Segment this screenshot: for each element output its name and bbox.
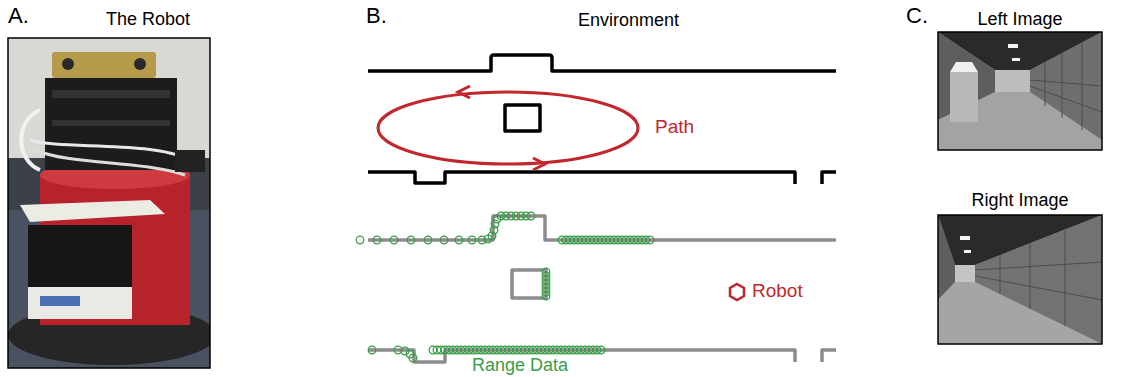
image-title: Right Image <box>971 191 1068 211</box>
panel-title: The Robot <box>106 10 190 30</box>
panel-letter: A. <box>8 4 29 28</box>
panel-letter: C. <box>906 4 928 28</box>
left-camera-image <box>938 32 1102 150</box>
robot-marker <box>730 284 744 300</box>
robot-label: Robot <box>752 281 803 302</box>
right-camera-image <box>938 215 1102 344</box>
path-label: Path <box>655 117 694 138</box>
range-data-points <box>360 216 650 358</box>
environment-map <box>368 55 836 184</box>
map-title: Environment <box>578 11 679 31</box>
panel-letter: B. <box>366 4 387 28</box>
range-map <box>368 216 836 362</box>
path-loop <box>378 86 638 170</box>
image-frame <box>938 215 1102 344</box>
photo-frame <box>8 38 210 368</box>
image-frame <box>938 32 1102 150</box>
range-data-label: Range Data <box>472 356 568 376</box>
image-title: Left Image <box>977 10 1062 30</box>
robot-photo <box>8 38 210 368</box>
